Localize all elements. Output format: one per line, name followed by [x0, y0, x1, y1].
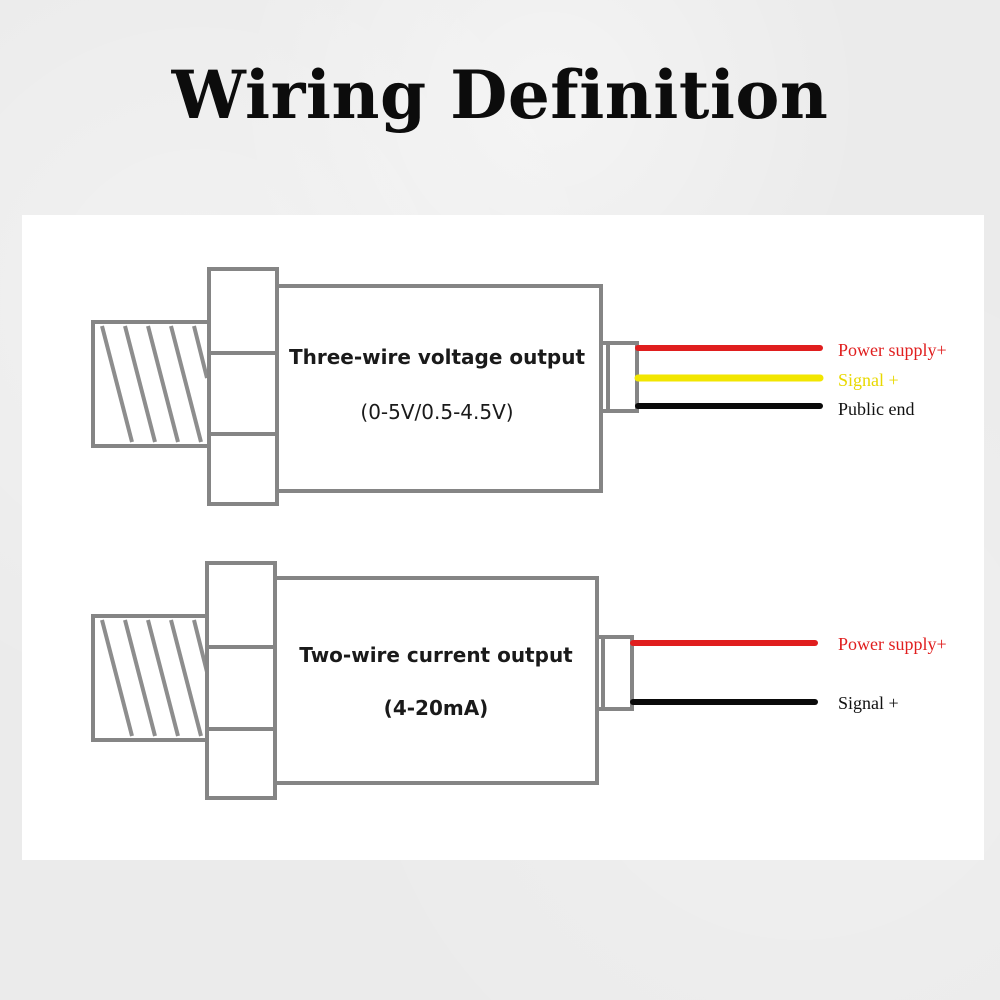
sensor-heading: Three-wire voltage output — [289, 345, 586, 369]
sensor-range: (0-5V/0.5-4.5V) — [360, 400, 513, 424]
sensor-body — [273, 576, 599, 785]
sensor-three-wire: Three-wire voltage output (0-5V/0.5-4.5V… — [91, 267, 947, 506]
wire-label-signal: Signal + — [838, 693, 899, 713]
wiring-diagram: Three-wire voltage output (0-5V/0.5-4.5V… — [91, 267, 947, 800]
diagram-panel: Three-wire voltage output (0-5V/0.5-4.5V… — [22, 215, 984, 860]
cable-gland — [601, 635, 634, 711]
sensor-range: (4-20mA) — [384, 696, 489, 720]
hex-nut — [205, 561, 277, 800]
wire-label-power-supply: Power supply+ — [838, 340, 947, 360]
wire-label-public-end: Public end — [838, 399, 915, 419]
threaded-connector — [91, 320, 211, 448]
cable-gland — [606, 341, 639, 413]
sensor-body — [275, 284, 603, 493]
page-title: Wiring Definition — [171, 56, 829, 134]
wire-label-signal: Signal + — [838, 370, 899, 390]
hex-nut — [207, 267, 279, 506]
wire-label-power-supply: Power supply+ — [838, 634, 947, 654]
sensor-heading: Two-wire current output — [299, 643, 573, 667]
sensor-two-wire: Two-wire current output (4-20mA) Power s… — [91, 561, 947, 800]
threaded-connector — [91, 614, 211, 742]
